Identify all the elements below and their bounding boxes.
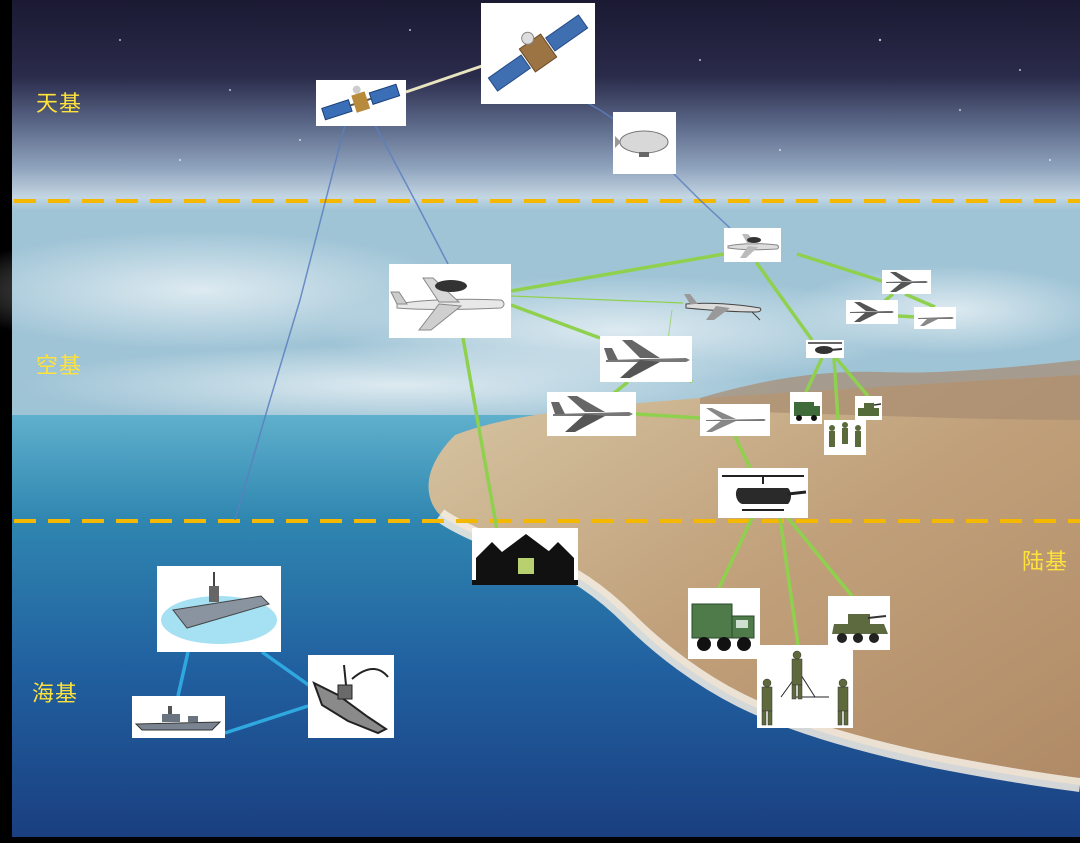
air-network-links: [461, 252, 936, 646]
link-sat-carrier: [234, 124, 346, 521]
fighter-jet-icon: [600, 336, 692, 382]
transport-plane-icon: [724, 228, 781, 262]
drone-icon: [700, 404, 770, 436]
label-land-based: 陆基: [1022, 550, 1069, 575]
tanker-aircraft-icon: [682, 290, 764, 324]
armored-vehicle-icon: [828, 596, 890, 650]
helicopter-small-icon: [806, 340, 844, 358]
link-sat-sat: [405, 64, 483, 94]
label-air-based: 空基: [36, 354, 83, 379]
drone-small-icon: [914, 307, 956, 329]
satellite-large-icon: [481, 3, 595, 104]
satellite-small-icon: [316, 80, 406, 126]
radar-truck-icon: [688, 588, 760, 659]
truck-small-icon: [790, 392, 822, 424]
ground-station-icon: [472, 528, 578, 585]
attack-helicopter-icon: [718, 468, 808, 518]
link-airship-plane: [671, 171, 731, 229]
airship-icon: [613, 112, 676, 174]
warship-icon: [308, 655, 394, 738]
sea-network-links: [176, 650, 312, 735]
fighter-jet-icon: [547, 392, 636, 436]
soldiers-group-icon: [757, 645, 853, 728]
label-sea-based: 海基: [32, 682, 79, 707]
label-space-based: 天基: [36, 92, 83, 117]
aircraft-carrier-icon: [157, 566, 281, 652]
link-sat-awacs: [374, 124, 449, 265]
fighter-formation-icon: [846, 300, 898, 324]
fighter-formation-icon: [882, 270, 931, 294]
soldiers-small-icon: [824, 420, 866, 455]
awacs-aircraft-icon: [389, 264, 511, 338]
destroyer-icon: [132, 696, 225, 738]
tank-small-icon: [855, 396, 882, 420]
